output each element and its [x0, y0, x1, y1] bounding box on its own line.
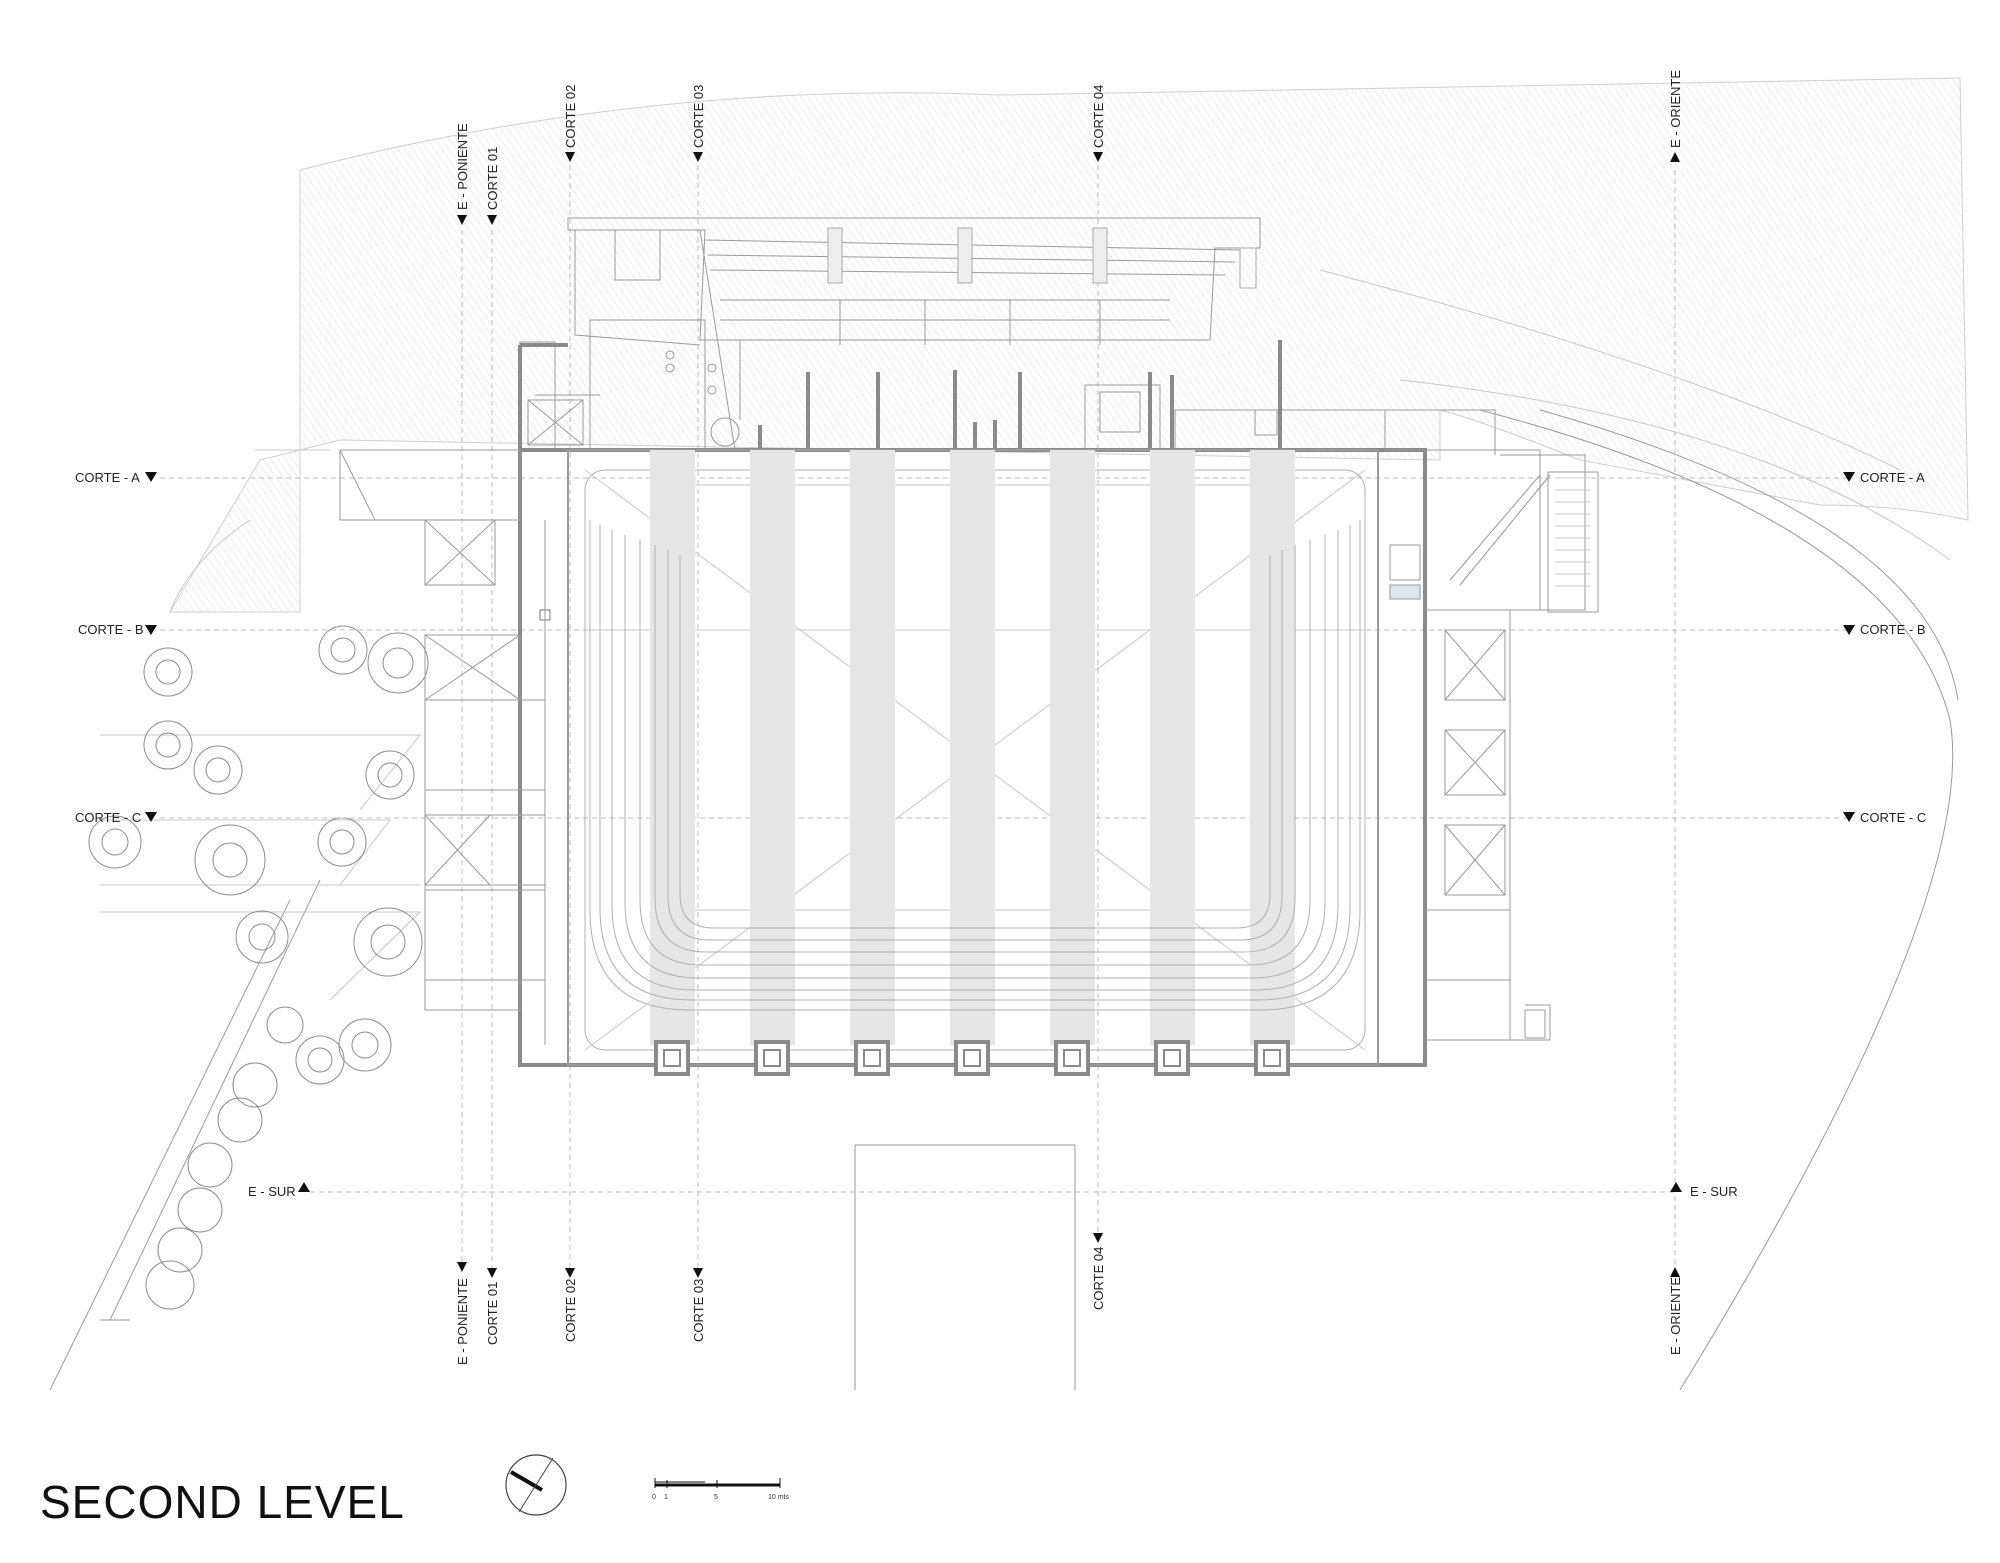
structure-band	[950, 450, 995, 1045]
label-corte-c-east: CORTE - C	[1860, 810, 1926, 825]
label-e-poniente-top: E - PONIENTE	[455, 123, 470, 210]
label-corte-a-east: CORTE - A	[1860, 470, 1925, 485]
label-corte-04-top: CORTE 04	[1091, 85, 1106, 148]
scale-tick-1: 1	[664, 1494, 668, 1501]
column	[754, 1040, 790, 1076]
column	[1254, 1040, 1290, 1076]
label-e-oriente-top: E - ORIENTE	[1668, 70, 1683, 148]
column	[854, 1040, 890, 1076]
structure-band	[1250, 450, 1295, 1045]
structure-bands	[650, 450, 1295, 1045]
column-core	[1263, 1049, 1281, 1067]
west-wing	[339, 343, 568, 1045]
north-wing	[519, 217, 1496, 455]
label-corte-01-bottom: CORTE 01	[485, 1282, 500, 1345]
label-corte-04-bottom: CORTE 04	[1091, 1247, 1106, 1310]
label-corte-c-west: CORTE - C	[75, 810, 141, 825]
label-e-sur-west: E - SUR	[248, 1184, 296, 1199]
east-wing	[1385, 449, 1599, 1065]
column-core	[663, 1049, 681, 1067]
label-corte-a-west: CORTE - A	[75, 470, 140, 485]
column	[1154, 1040, 1190, 1076]
structure-band	[1050, 450, 1095, 1045]
structure-band	[650, 450, 695, 1045]
structure-band	[1150, 450, 1195, 1045]
column-core	[763, 1049, 781, 1067]
label-corte-02-top: CORTE 02	[563, 85, 578, 148]
section-markers	[145, 152, 1855, 1278]
column-core	[863, 1049, 881, 1067]
south-columns	[654, 1040, 1290, 1076]
column	[654, 1040, 690, 1076]
column-core	[1063, 1049, 1081, 1067]
label-corte-01-top: CORTE 01	[485, 147, 500, 210]
scale-tick-5: 5	[714, 1494, 718, 1501]
column	[954, 1040, 990, 1076]
column-core	[1163, 1049, 1181, 1067]
seating	[589, 520, 1361, 1011]
structure-band	[750, 450, 795, 1045]
compass-icon	[505, 1454, 567, 1516]
scale-tick-10: 10 mts	[768, 1494, 790, 1501]
scale-bar: 0 1 5 10 mts	[652, 1478, 790, 1501]
structure-band	[850, 450, 895, 1045]
site-lines	[49, 269, 1959, 1391]
drawing-title: SECOND LEVEL	[40, 1476, 405, 1528]
scale-tick-0: 0	[652, 1494, 656, 1501]
label-corte-03-top: CORTE 03	[691, 85, 706, 148]
label-corte-b-west: CORTE - B	[78, 622, 144, 637]
trees	[88, 625, 429, 1310]
label-corte-03-bottom: CORTE 03	[691, 1279, 706, 1342]
section-guides	[160, 165, 1850, 1280]
label-e-sur-east: E - SUR	[1690, 1184, 1738, 1199]
label-e-oriente-bottom: E - ORIENTE	[1668, 1277, 1683, 1355]
label-e-poniente-bottom: E - PONIENTE	[455, 1278, 470, 1365]
terrain-hatch	[169, 77, 1969, 613]
label-corte-02-bottom: CORTE 02	[563, 1279, 578, 1342]
label-corte-b-east: CORTE - B	[1860, 622, 1926, 637]
column-core	[963, 1049, 981, 1067]
column	[1054, 1040, 1090, 1076]
